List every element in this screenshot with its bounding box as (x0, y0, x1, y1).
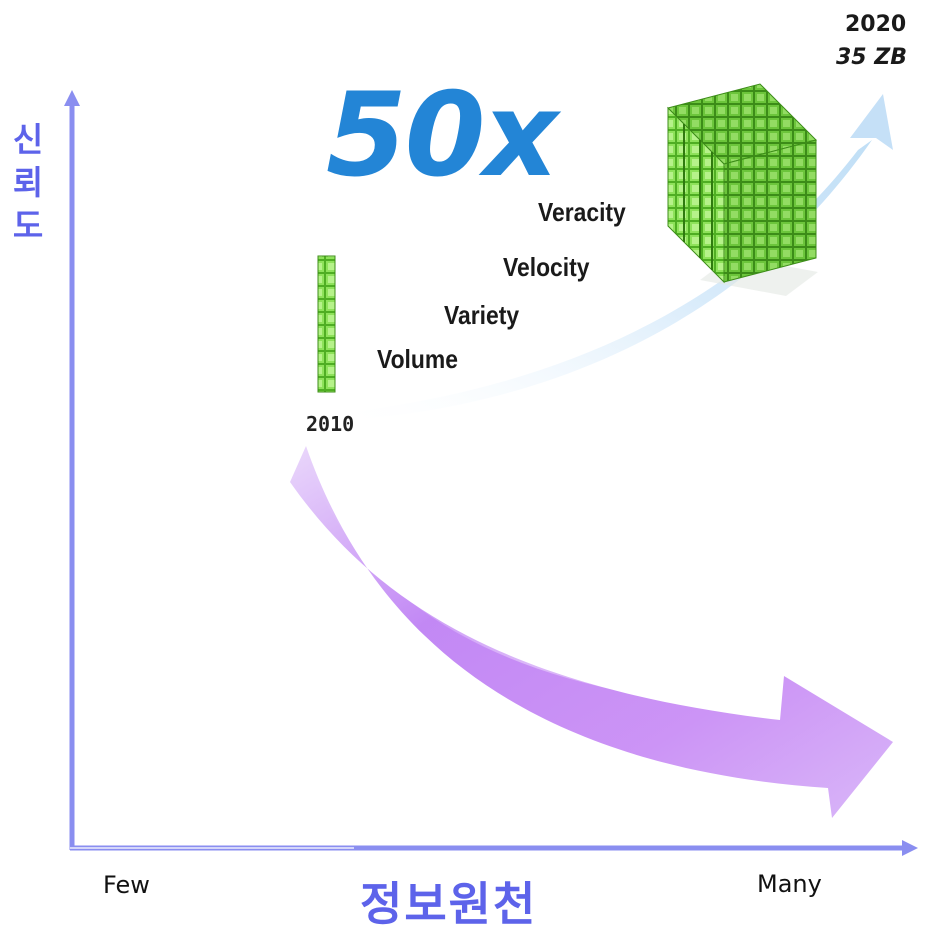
year-end-label: 2020 (845, 12, 907, 37)
growth-arrow-head (850, 94, 893, 150)
y-axis-title-char: 뢰 (12, 163, 44, 202)
y-axis-title-char: 신 (12, 120, 44, 159)
y-axis-title-char: 도 (12, 206, 44, 245)
x-axis-title: 정보원천 (360, 877, 538, 931)
label-velocity: Velocity (503, 252, 590, 282)
growth-multiplier: 50x (326, 68, 558, 203)
end-volume-label: 35 ZB (836, 45, 907, 70)
y-axis (64, 90, 80, 850)
label-variety: Variety (444, 300, 520, 330)
x-axis-low-label: Few (103, 871, 150, 899)
label-veracity: Veracity (538, 197, 626, 227)
cube-stack-2020 (667, 83, 818, 296)
y-axis-title: 신 뢰 도 (8, 118, 48, 247)
x-axis-high-label: Many (757, 870, 822, 898)
cube-column-2010 (317, 255, 336, 393)
label-volume: Volume (377, 344, 458, 374)
trust-arrow-highlight (303, 450, 761, 709)
x-axis (70, 840, 918, 856)
year-start-label: 2010 (306, 412, 355, 436)
trust-arrow (290, 446, 893, 818)
